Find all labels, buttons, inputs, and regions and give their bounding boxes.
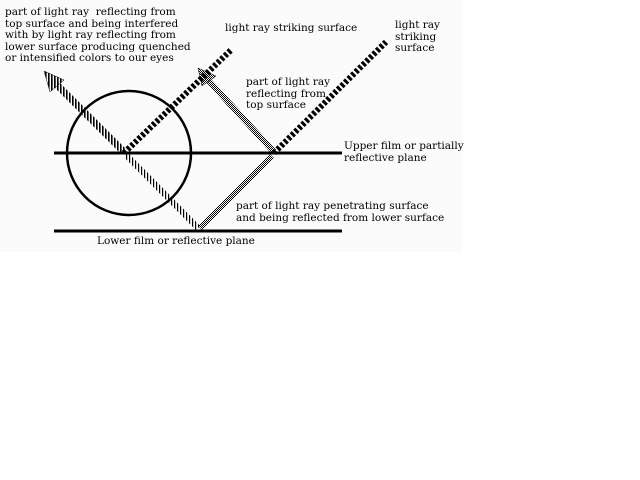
emergent-ray xyxy=(49,77,127,155)
label-ray-striking-2: light ray striking surface xyxy=(395,19,440,54)
emergent-ray-arrowhead xyxy=(43,70,65,93)
label-upper-plane: Upper film or partially reflective plane xyxy=(344,140,464,164)
reflected-ray-lower xyxy=(197,153,275,231)
penetrating-ray xyxy=(123,152,201,231)
label-reflect-top: part of light ray reflecting from top su… xyxy=(246,76,331,111)
reflected-ray-top-arrowhead xyxy=(197,67,217,87)
label-penetrating: part of light ray penetrating surface an… xyxy=(236,200,445,224)
label-lower-plane: Lower film or reflective plane xyxy=(97,235,255,247)
label-ray-striking-1: light ray striking surface xyxy=(225,22,358,34)
reflected-ray-top xyxy=(203,75,277,155)
label-reflect-interfered: part of light ray reflecting from top su… xyxy=(5,6,191,64)
incident-ray-2 xyxy=(271,39,389,156)
